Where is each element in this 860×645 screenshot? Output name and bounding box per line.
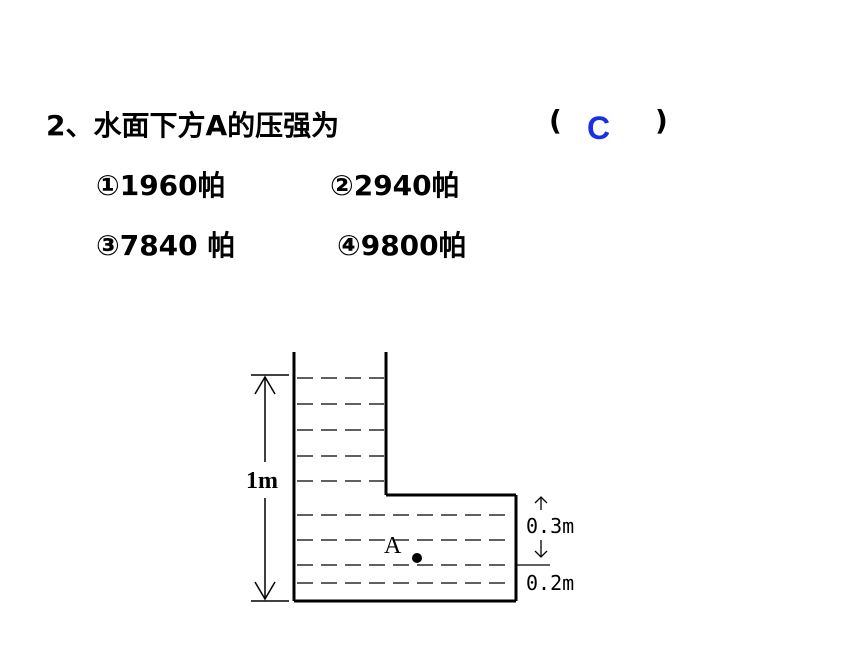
answer-text: C: [587, 110, 611, 146]
height-label: 1m: [246, 468, 278, 494]
upper-depth-dimension: [516, 496, 550, 566]
container-walls: [292, 352, 518, 603]
point-label: A: [384, 533, 402, 559]
bracket-open: (: [549, 104, 562, 137]
option-4: ④9800帕: [337, 229, 467, 262]
lower-depth-label: 0.2m: [526, 571, 574, 595]
point-a-dot: [412, 553, 422, 563]
option-2: ②2940帕: [330, 169, 460, 202]
option-1: ①1960帕: [96, 169, 226, 202]
water-lines-upper: [297, 377, 384, 482]
bracket-close: ): [655, 104, 668, 137]
question-text: 2、水面下方A的压强为: [46, 109, 340, 142]
water-lines-lower: [297, 514, 513, 584]
upper-depth-label: 0.3m: [526, 514, 574, 538]
height-dimension: [251, 374, 289, 602]
option-3: ③7840 帕: [96, 229, 236, 262]
